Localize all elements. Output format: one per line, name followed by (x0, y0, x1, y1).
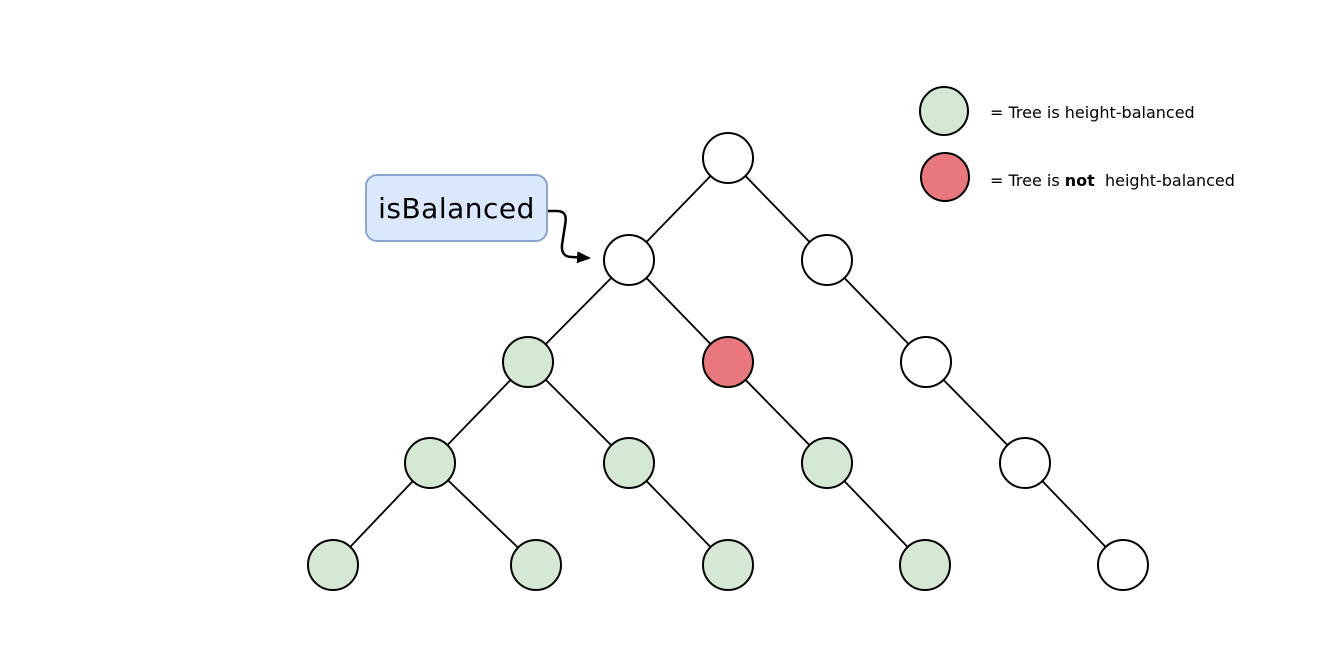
tree-node-LLLL (307, 539, 359, 591)
legend-unbalanced-label-bold: not (1064, 171, 1095, 190)
legend-unbalanced-label-suffix: height-balanced (1094, 171, 1235, 190)
tree-node-RRR (999, 437, 1051, 489)
tree-node-LRRR (899, 539, 951, 591)
legend-unbalanced-label-prefix: = Tree is (990, 171, 1065, 190)
legend-balanced-label: = Tree is height-balanced (990, 100, 1195, 126)
callout-arrow (545, 209, 591, 264)
tree-node-L (603, 234, 655, 286)
tree-node-LLL (404, 437, 456, 489)
legend-balanced-swatch (919, 86, 969, 136)
tree-node-RR (900, 336, 952, 388)
tree-node-LL (502, 336, 554, 388)
tree-nodes-layer (307, 132, 1149, 591)
tree-node-LRR (801, 437, 853, 489)
legend-unbalanced-swatch (920, 152, 970, 202)
is-balanced-label: isBalanced (378, 191, 535, 225)
is-balanced-callout: isBalanced (365, 174, 548, 242)
tree-node-LLRR (702, 539, 754, 591)
legend-balanced-label-prefix: = Tree is height-balanced (990, 103, 1195, 122)
tree-node-LR (702, 336, 754, 388)
legend-unbalanced-label: = Tree is not height-balanced (990, 168, 1235, 194)
tree-node-RRRR (1097, 539, 1149, 591)
tree-node-R (801, 234, 853, 286)
tree-node-root (702, 132, 754, 184)
tree-node-LLLR (510, 539, 562, 591)
tree-node-LLR (603, 437, 655, 489)
